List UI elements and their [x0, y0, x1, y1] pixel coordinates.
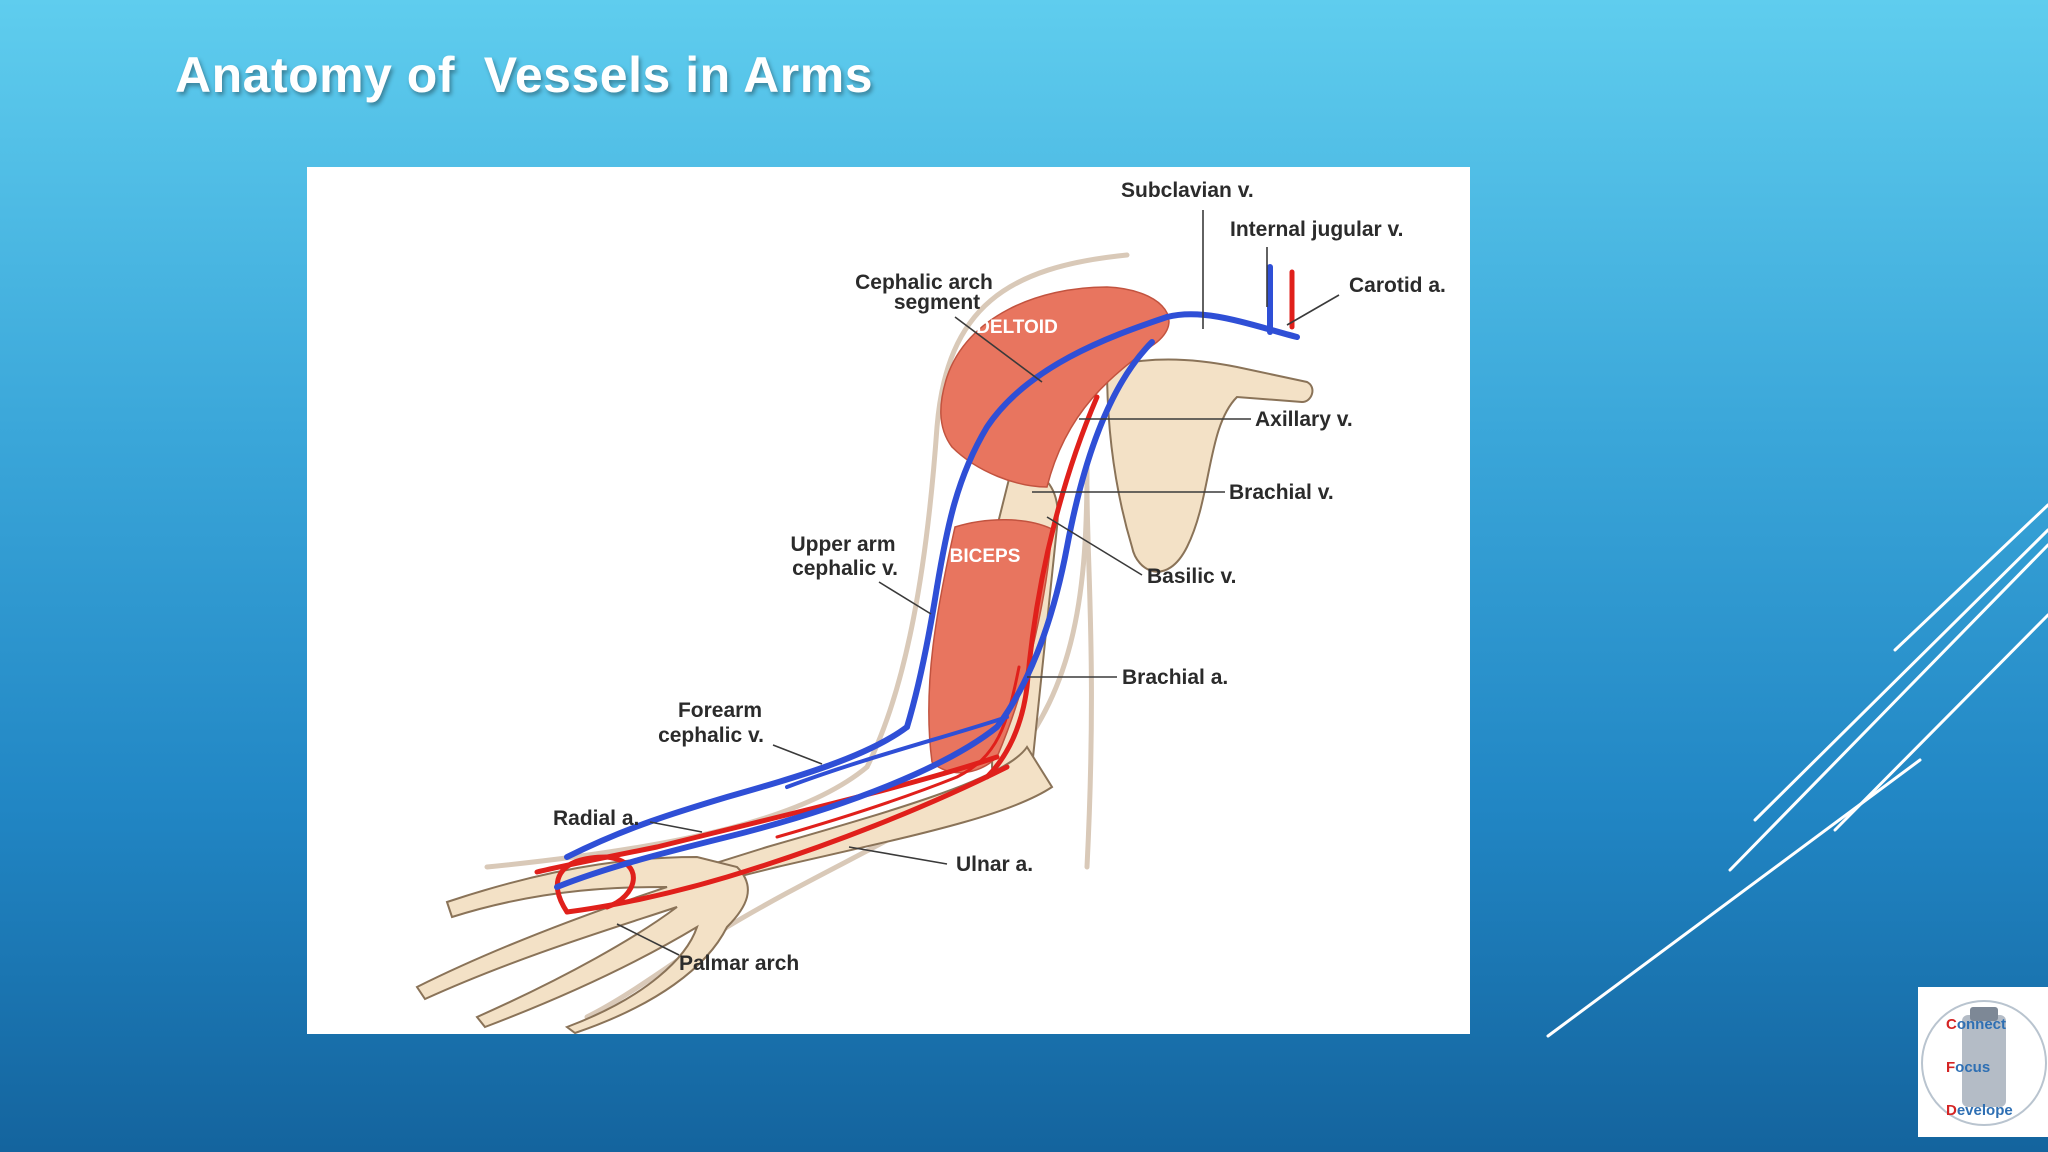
label-internal-jugular-v: Internal jugular v. [1230, 218, 1403, 241]
logo-line-focus: Focus [1946, 1059, 1990, 1076]
axillary-basilic-vein [554, 339, 1155, 890]
label-axillary-v: Axillary v. [1255, 408, 1353, 431]
logo-line-develope: Develope [1946, 1102, 2013, 1119]
label-forearm-1: Forearm [678, 699, 762, 722]
logo-graphic: Connect Focus Develope [1921, 1000, 2047, 1126]
upper-arm-cephalic-vein [904, 584, 940, 730]
label-cephalic-arch-2: segment [894, 291, 980, 314]
subclavian-vein [1164, 311, 1300, 340]
label-brachial-a: Brachial a. [1122, 666, 1228, 689]
brachial-artery [984, 394, 1100, 780]
label-radial-a: Radial a. [553, 807, 639, 830]
arm-anatomy-illustration: DELTOID BICEPS [415, 179, 1446, 1034]
leader-lines [616, 210, 1340, 956]
label-palmar-arch: Palmar arch [679, 952, 799, 975]
label-ulnar-a: Ulnar a. [956, 853, 1033, 876]
label-brachial-v: Brachial v. [1229, 481, 1334, 504]
slide-title: Anatomy of Vessels in Arms [175, 47, 873, 103]
arm-vessels-diagram: DELTOID BICEPS [307, 167, 1470, 1034]
cephalic-arch-vein [934, 314, 1170, 590]
deltoid-label: DELTOID [976, 317, 1058, 338]
logo-line-connect: Connect [1946, 1016, 2006, 1033]
veins [554, 264, 1300, 890]
label-forearm-2: cephalic v. [658, 724, 764, 747]
label-carotid-a: Carotid a. [1349, 274, 1446, 297]
scapula-bone [1105, 358, 1314, 573]
forearm-cephalic-vein [564, 724, 910, 860]
hand-bones [415, 855, 749, 1034]
label-upper-arm-2: cephalic v. [792, 557, 898, 580]
label-upper-arm-1: Upper arm [790, 533, 895, 556]
connect-focus-develope-logo: Connect Focus Develope [1918, 987, 2048, 1137]
biceps-label: BICEPS [950, 546, 1021, 567]
label-basilic-v: Basilic v. [1147, 565, 1237, 588]
label-cephalic-arch-1: Cephalic arch [855, 271, 993, 294]
label-subclavian-v: Subclavian v. [1121, 179, 1254, 202]
vessel-labels: Subclavian v. Internal jugular v. Caroti… [553, 179, 1446, 975]
